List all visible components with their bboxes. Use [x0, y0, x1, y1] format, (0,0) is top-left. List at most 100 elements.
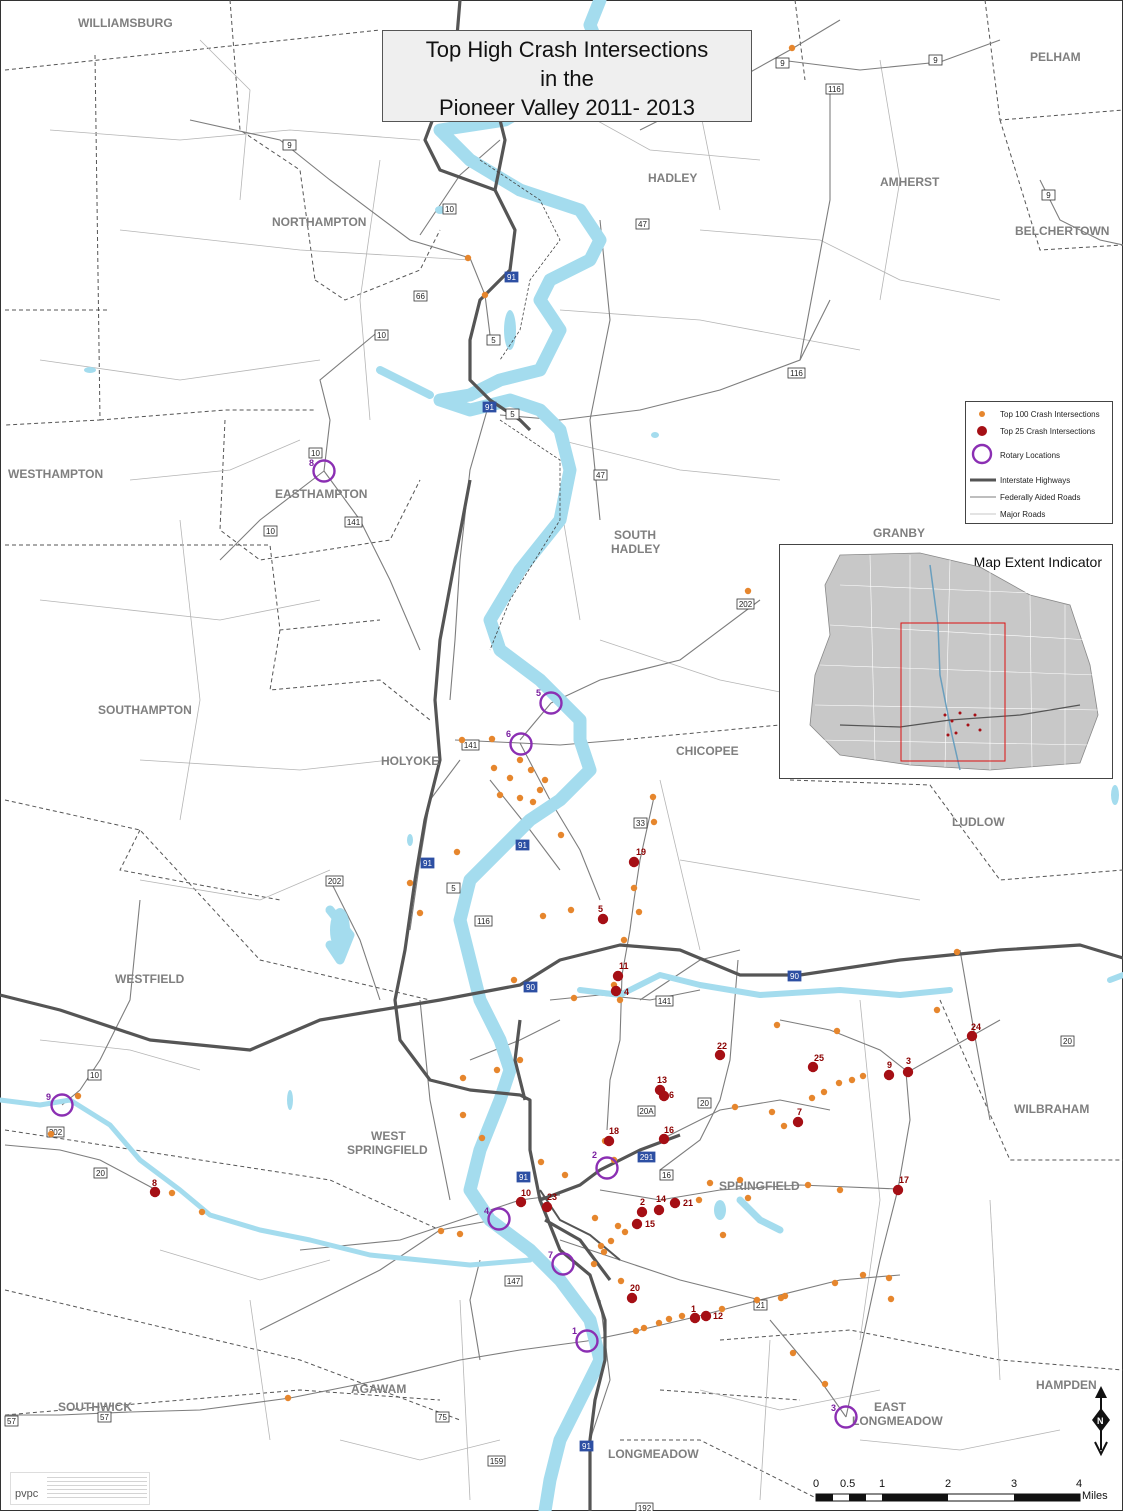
shield-box: [753, 1299, 768, 1311]
top100-intersection: [695, 1196, 703, 1204]
scale-tick-label: 0: [813, 1478, 820, 1490]
top25-intersection: 21: [669, 1197, 693, 1209]
town-label: SOUTH: [614, 528, 656, 542]
top100-intersection: [536, 786, 544, 794]
top100-intersection: [496, 791, 504, 799]
top100-intersection: [539, 912, 547, 920]
town-label: LUDLOW: [952, 815, 1005, 829]
rotary-ring: [509, 732, 533, 756]
shield-box: [325, 875, 344, 887]
legend-top100-symbol: [979, 411, 985, 417]
top25-rank: 18: [609, 1126, 619, 1136]
shield-box: [515, 839, 530, 851]
route-shield: 10: [308, 447, 323, 459]
shield-box: [435, 1411, 450, 1423]
route-shield: 20: [1060, 1035, 1075, 1047]
shield-label: 16: [662, 1171, 671, 1180]
top100-intersection: [620, 936, 628, 944]
top100-intersection: [567, 906, 575, 914]
rotary-ring: [575, 1329, 599, 1353]
route-shield: 57: [97, 1411, 112, 1423]
top25-dot: [628, 856, 640, 868]
top25-dot: [541, 1201, 553, 1213]
route-shield: 20A: [637, 1105, 656, 1117]
top25-rank: 16: [664, 1125, 674, 1135]
shield-box: [482, 401, 497, 413]
top100-intersection: [789, 1349, 797, 1357]
route-shield: 116: [474, 915, 493, 927]
top100-intersection: [821, 1380, 829, 1388]
rotary-number: 3: [831, 1403, 836, 1413]
shield-box: [928, 54, 943, 66]
route-shield: 91: [504, 271, 519, 283]
shield-label: 116: [477, 917, 490, 926]
rotary-number: 8: [309, 458, 314, 468]
route-shield: 9: [775, 57, 790, 69]
top100-intersection: [744, 587, 752, 595]
shield-label: 9: [1046, 191, 1051, 200]
route-shield: 10: [374, 329, 389, 341]
top100-intersection: [600, 1248, 608, 1256]
town-label: CHICOPEE: [676, 744, 739, 758]
top25-dot: [883, 1069, 895, 1081]
top25-rank: 23: [547, 1192, 557, 1202]
shield-box: [420, 857, 435, 869]
top25-rank: 20: [630, 1283, 640, 1293]
shield-box: [655, 995, 674, 1007]
top25-dot: [626, 1292, 638, 1304]
top100-intersection: [607, 1237, 615, 1245]
top100-intersection: [632, 1327, 640, 1335]
north-label: N: [1097, 1416, 1104, 1426]
route-shield: 9: [282, 139, 297, 151]
route-shield: 192: [635, 1502, 654, 1511]
shield-box: [504, 271, 519, 283]
route-shield: 91: [420, 857, 435, 869]
shield-box: [282, 139, 297, 151]
rotary-ring: [539, 691, 563, 715]
town-label: LONGMEADOW: [608, 1447, 699, 1461]
legend-top25-symbol: [977, 426, 987, 436]
shield-box: [505, 408, 520, 420]
legend-interstate-label: Interstate Highways: [1000, 476, 1070, 485]
top100-intersection: [831, 1279, 839, 1287]
route-shield: 9: [928, 54, 943, 66]
shield-box: [787, 970, 802, 982]
top25-rank: 9: [887, 1060, 892, 1070]
shield-label: 141: [464, 741, 478, 750]
shield-label: 75: [438, 1413, 447, 1422]
top25-rank: 19: [636, 847, 646, 857]
top25-dot: [892, 1184, 904, 1196]
shield-label: 10: [445, 205, 454, 214]
top25-intersection: 2: [636, 1197, 648, 1218]
route-shield: 47: [635, 218, 650, 230]
legend-top100-label: Top 100 Crash Intersections: [1000, 410, 1100, 419]
top25-dot: [597, 913, 609, 925]
town-label: BELCHERTOWN: [1015, 224, 1109, 238]
route-shield: 202: [736, 598, 755, 610]
town-label: EAST: [874, 1400, 907, 1414]
shield-label: 116: [828, 85, 841, 94]
shield-label: 66: [416, 292, 425, 301]
top100-intersection: [490, 764, 498, 772]
shield-box: [474, 915, 493, 927]
shield-box: [775, 57, 790, 69]
top25-intersection: 23: [541, 1192, 557, 1213]
route-shield: 202: [46, 1126, 65, 1138]
top100-intersection: [510, 976, 518, 984]
shield-label: 116: [790, 369, 803, 378]
top100-intersection: [437, 1227, 445, 1235]
top100-intersection: [516, 794, 524, 802]
shield-box: [637, 1105, 656, 1117]
shield-box: [523, 981, 538, 993]
top100-intersection: [459, 1074, 467, 1082]
top100-intersection: [719, 1231, 727, 1239]
shield-box: [579, 1440, 594, 1452]
rotary-number: 5: [536, 688, 541, 698]
shield-box: [635, 218, 650, 230]
town-label: LONGMEADOW: [852, 1414, 943, 1428]
shield-label: 47: [596, 471, 605, 480]
top100-intersection: [74, 1092, 82, 1100]
scale-tick-label: 1: [879, 1478, 886, 1490]
title-line-2: in the: [540, 66, 594, 91]
rotary-number: 6: [506, 729, 511, 739]
